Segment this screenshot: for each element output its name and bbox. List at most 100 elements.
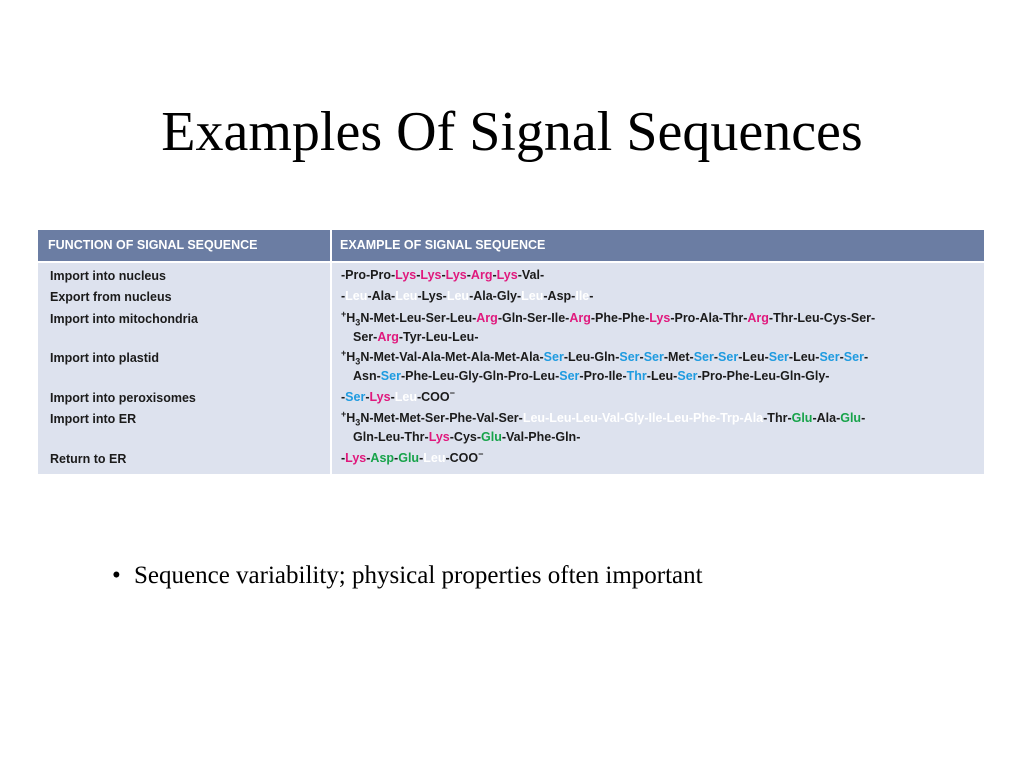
residue-seg: Leu	[394, 390, 417, 404]
residue-seg: Arg	[377, 330, 399, 344]
residue-seg: -Val-	[517, 268, 545, 282]
function-cell: Import into mitochondria	[50, 312, 198, 326]
subscript-3: 3	[355, 417, 361, 428]
residue-seg: -Thr-Leu-Cys-Ser-	[768, 311, 876, 325]
residue-seg: Ser-	[353, 330, 378, 344]
slide-title: Examples Of Signal Sequences	[161, 101, 863, 163]
example-cell: -Leu-Ala-Leu-Lys-Leu-Ala-Gly-Leu-Asp-Ile…	[341, 287, 981, 306]
residue-seg: -Lys-	[417, 289, 447, 303]
residue-seg: -	[419, 451, 424, 465]
residue-seg: -	[341, 390, 346, 404]
residue-seg: Lys	[369, 390, 391, 404]
function-cell: Import into plastid	[50, 351, 160, 365]
residue-seg: -Leu-	[788, 350, 820, 364]
residue-seg: Leu	[521, 289, 544, 303]
residue-seg: -Pro-Ile-	[579, 369, 627, 383]
residue-seg: -	[341, 289, 346, 303]
sequence-line: +H3N-Met-Leu-Ser-Leu-Arg-Gln-Ser-Ile-Arg…	[341, 309, 981, 328]
residue-seg: -Thr-	[763, 411, 792, 425]
superscript-plus: +	[341, 308, 347, 319]
residue-seg: Lys	[345, 451, 367, 465]
residue-seg: -COO	[445, 451, 479, 465]
residue-seg: Ser	[643, 350, 664, 364]
residue-seg: Glu	[398, 451, 420, 465]
residue-seg: -Gln-Ser-Ile-	[497, 311, 570, 325]
residue-seg: -	[861, 411, 866, 425]
residue-seg: -	[341, 451, 346, 465]
residue-seg: -Pro-Phe-Leu-Gln-Gly-	[697, 369, 830, 383]
residue-seg: N-Met-Val-Ala-Met-Ala-Met-Ala-	[360, 350, 544, 364]
residue-seg: H	[346, 350, 356, 364]
residue-seg: Lys	[649, 311, 671, 325]
residue-seg: -Ala-	[812, 411, 841, 425]
bullet-dot: •	[112, 562, 121, 589]
residue-seg: -	[441, 268, 446, 282]
subscript-3: 3	[355, 356, 361, 367]
residue-seg: Asn-	[353, 369, 381, 383]
residue-seg: Ile	[575, 289, 590, 303]
function-cell: Return to ER	[50, 452, 127, 466]
function-cell: Import into peroxisomes	[50, 391, 196, 405]
header-example: EXAMPLE OF SIGNAL SEQUENCE	[340, 238, 546, 252]
residue-seg: Leu-Leu-Leu-Val-Gly-Ile-Leu-Phe-Trp-Ala	[522, 411, 764, 425]
residue-seg: H	[346, 311, 356, 325]
residue-seg: -Val-Phe-Gln-	[501, 430, 581, 444]
residue-seg: Arg	[470, 268, 493, 282]
superscript-plus: +	[341, 347, 347, 358]
residue-seg: -	[390, 390, 395, 404]
residue-seg: -	[839, 350, 844, 364]
residue-seg: Ser	[543, 350, 564, 364]
residue-seg: Lys	[445, 268, 467, 282]
residue-seg: Ser	[693, 350, 714, 364]
example-cell: -Pro-Pro-Lys-Lys-Lys-Arg-Lys-Val-	[341, 266, 981, 285]
residue-seg: Lys	[428, 430, 450, 444]
residue-seg: -Ala-	[367, 289, 396, 303]
function-cell: Import into ER	[50, 412, 137, 426]
subscript-3: 3	[355, 317, 361, 328]
header-function: FUNCTION OF SIGNAL SEQUENCE	[48, 238, 258, 252]
sequence-line-cont: Asn-Ser-Phe-Leu-Gly-Gln-Pro-Leu-Ser-Pro-…	[341, 367, 981, 386]
superscript-plus: +	[341, 408, 347, 419]
signal-sequence-table: FUNCTION OF SIGNAL SEQUENCE EXAMPLE OF S…	[38, 230, 984, 474]
header-divider	[38, 261, 984, 263]
residue-seg: -	[365, 390, 370, 404]
residue-seg: Ser	[345, 390, 366, 404]
residue-seg: N-Met-Met-Ser-Phe-Val-Ser-	[360, 411, 523, 425]
residue-seg: -Phe-Phe-	[590, 311, 650, 325]
residue-seg: -	[492, 268, 497, 282]
sequence-line: +H3N-Met-Met-Ser-Phe-Val-Ser-Leu-Leu-Leu…	[341, 409, 981, 428]
residue-seg: Leu	[446, 289, 470, 303]
residue-seg: Ser	[718, 350, 739, 364]
residue-seg: Ser	[819, 350, 840, 364]
residue-seg: -	[394, 451, 399, 465]
residue-seg: Arg	[476, 311, 498, 325]
residue-seg: Ser	[380, 369, 401, 383]
sequence-line: -Leu-Ala-Leu-Lys-Leu-Ala-Gly-Leu-Asp-Ile…	[341, 287, 981, 306]
sequence-line-cont: Ser-Arg-Tyr-Leu-Leu-	[341, 328, 981, 347]
residue-seg: Ser	[768, 350, 789, 364]
residue-seg: Glu	[791, 411, 813, 425]
residue-seg: -	[589, 289, 594, 303]
residue-seg: -Leu-	[646, 369, 678, 383]
residue-seg: Asp	[370, 451, 395, 465]
example-cell: +H3N-Met-Met-Ser-Phe-Val-Ser-Leu-Leu-Leu…	[341, 409, 981, 447]
residue-seg: Ser	[677, 369, 698, 383]
residue-seg: Ser	[559, 369, 580, 383]
residue-seg: H	[346, 411, 356, 425]
residue-seg: -Pro-Pro-	[341, 268, 396, 282]
residue-seg: Lys	[420, 268, 442, 282]
superscript-minus: −	[449, 387, 455, 398]
example-cell: -Ser-Lys-Leu-COO−	[341, 388, 981, 407]
residue-seg: -	[416, 268, 421, 282]
residue-seg: -	[713, 350, 719, 364]
residue-seg: -Cys-	[449, 430, 482, 444]
residue-seg: -	[639, 350, 644, 364]
sequence-line-cont: Gln-Leu-Thr-Lys-Cys-Glu-Val-Phe-Gln-	[341, 428, 981, 447]
residue-seg: Arg	[569, 311, 591, 325]
example-cell: +H3N-Met-Val-Ala-Met-Ala-Met-Ala-Ser-Leu…	[341, 348, 981, 386]
residue-seg: Ser	[843, 350, 864, 364]
residue-seg: -Phe-Leu-Gly-Gln-Pro-Leu-	[400, 369, 560, 383]
residue-seg: -Leu-Gln-	[563, 350, 620, 364]
function-cell: Import into nucleus	[50, 269, 166, 283]
residue-seg: -	[863, 350, 869, 364]
